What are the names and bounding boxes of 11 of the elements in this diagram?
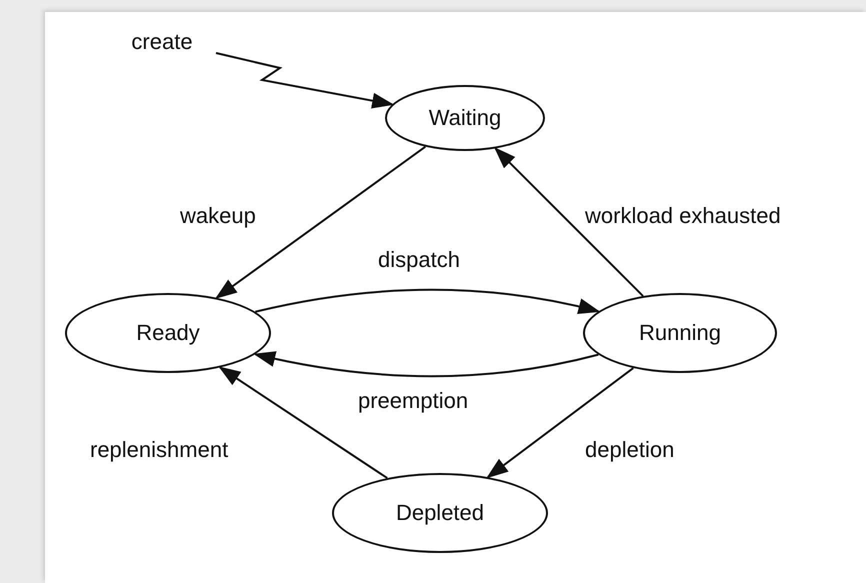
state-name: Waiting [428, 105, 502, 131]
transition-arrow [215, 146, 426, 299]
state-name: Depleted [396, 500, 484, 526]
state-name: Running [639, 320, 721, 346]
transition-arrow [253, 350, 599, 378]
transition-arrow [486, 367, 634, 478]
transition-arrow [218, 366, 388, 479]
transition-arrow [255, 288, 600, 314]
state-name: Ready [136, 320, 200, 346]
start-label: create [112, 26, 212, 58]
transition-arrow [216, 52, 394, 109]
